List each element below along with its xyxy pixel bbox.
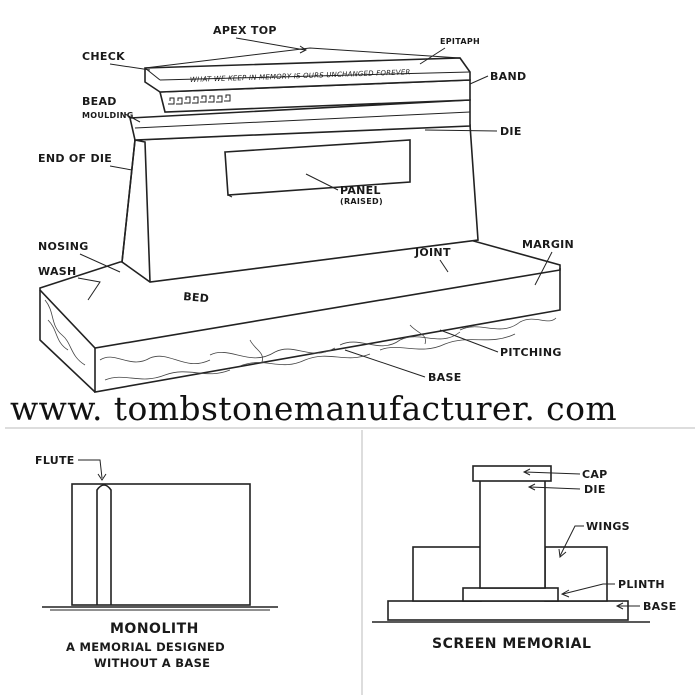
screen-memorial-title: SCREEN MEMORIAL bbox=[432, 636, 591, 652]
monolith-slab bbox=[71, 483, 251, 606]
label-band: BAND bbox=[490, 70, 526, 83]
label-wash: WASH bbox=[38, 265, 76, 278]
bed-label: BED bbox=[183, 290, 210, 305]
label-joint: JOINT bbox=[414, 246, 451, 259]
joint-line bbox=[149, 239, 479, 283]
screen-cap bbox=[472, 465, 552, 482]
label-base: BASE bbox=[428, 371, 462, 384]
apex-top bbox=[144, 47, 461, 69]
screen-base bbox=[387, 600, 629, 621]
label-die: DIE bbox=[500, 125, 522, 138]
watermark-url: www. tombstonemanufacturer. com bbox=[10, 389, 617, 428]
label-flute: FLUTE bbox=[35, 454, 75, 467]
monolith-caption-1: A MEMORIAL DESIGNED bbox=[66, 640, 225, 654]
screen-plinth bbox=[462, 587, 559, 602]
end-of-die bbox=[121, 139, 151, 283]
pitching-texture bbox=[44, 299, 557, 381]
monolith-caption-2: WITHOUT A BASE bbox=[94, 656, 210, 670]
raised-panel bbox=[224, 139, 411, 196]
label-screen-die: DIE bbox=[584, 483, 606, 496]
base-left-face bbox=[39, 290, 96, 393]
top-labels: APEX TOP EPITAPH CHECK BAND BEAD MOULDIN… bbox=[38, 24, 574, 384]
label-epitaph: EPITAPH bbox=[440, 37, 480, 46]
label-moulding: MOULDING bbox=[82, 111, 134, 120]
tombstone-illustration: WHAT WE KEEP IN MEMORY IS OURS UNCHANGED… bbox=[39, 47, 561, 393]
label-cap: CAP bbox=[582, 468, 608, 481]
screen-memorial-illustration: CAP DIE WINGS PLINTH BASE SCREEN MEMORIA… bbox=[372, 465, 677, 652]
label-bead: BEAD bbox=[82, 95, 117, 108]
monolith-illustration: FLUTE MONOLITH A MEMORIAL DESIGNED WITHO… bbox=[35, 454, 278, 670]
label-panel-raised: (RAISED) bbox=[340, 197, 383, 206]
greek-key-ornament bbox=[168, 94, 231, 105]
label-apex-top: APEX TOP bbox=[213, 24, 277, 37]
label-pitching: PITCHING bbox=[500, 346, 562, 359]
label-check: CHECK bbox=[82, 50, 125, 63]
label-panel: PANEL bbox=[340, 184, 381, 197]
base-front-face bbox=[94, 268, 561, 393]
label-wings: WINGS bbox=[586, 520, 630, 533]
label-screen-base: BASE bbox=[643, 600, 677, 613]
screen-die bbox=[479, 479, 546, 589]
label-plinth: PLINTH bbox=[618, 578, 665, 591]
flute-groove bbox=[96, 484, 112, 605]
monolith-title: MONOLITH bbox=[110, 621, 199, 637]
label-margin: MARGIN bbox=[522, 238, 574, 251]
label-end-of-die: END OF DIE bbox=[38, 152, 112, 165]
label-nosing: NOSING bbox=[38, 240, 89, 253]
